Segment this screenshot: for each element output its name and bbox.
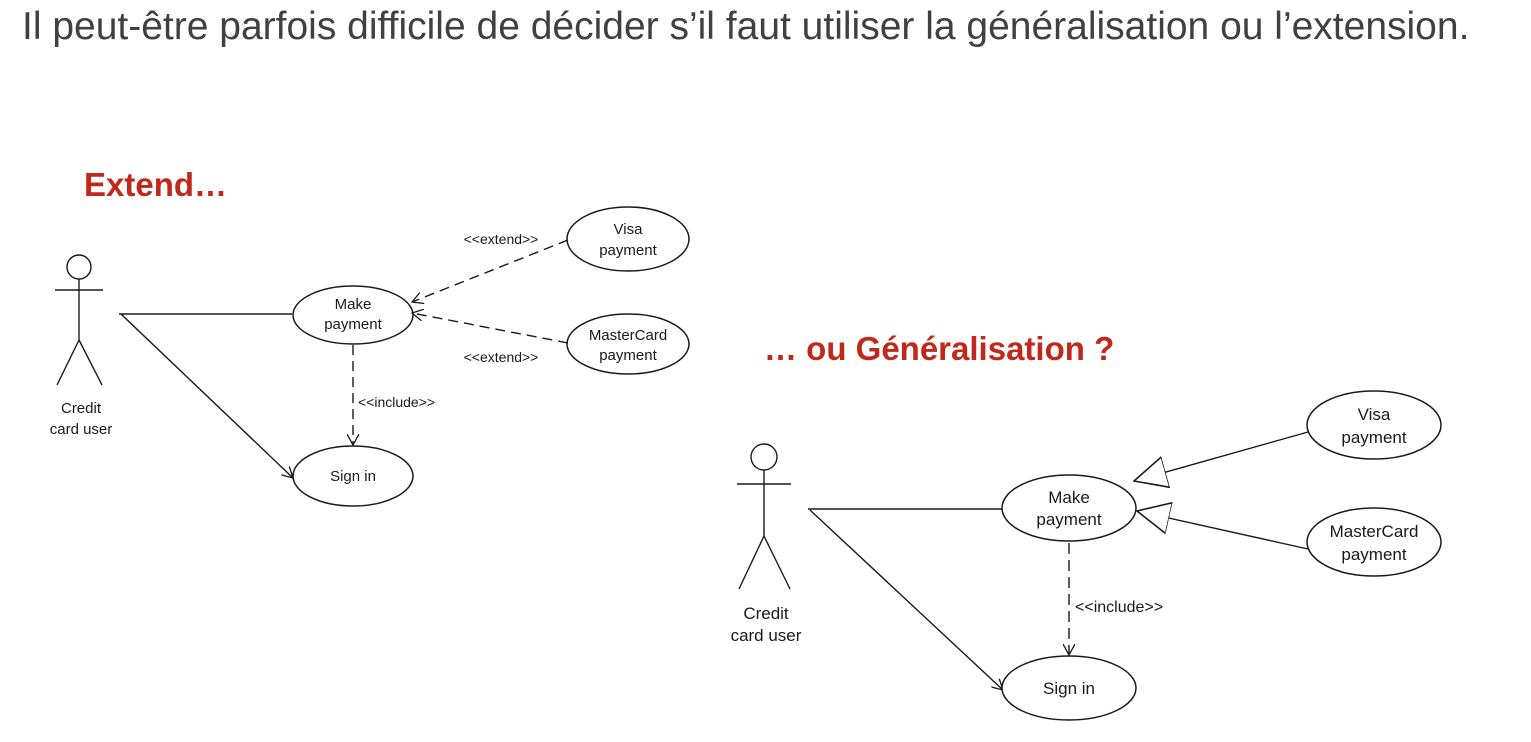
actor-figure-icon xyxy=(55,254,103,386)
sign-in-label: Sign in xyxy=(1043,679,1095,698)
generalisation-relation-mastercard xyxy=(1137,511,1309,550)
association-actor-sign-in xyxy=(809,509,1003,690)
visa-payment-line1: Visa xyxy=(614,221,644,238)
use-case-visa-payment xyxy=(1306,390,1442,460)
actor-label-line1: Credit xyxy=(743,604,789,623)
visa-payment-line2: payment xyxy=(1341,428,1406,447)
use-case-mastercard-payment xyxy=(566,313,690,375)
generalisation-relation-visa xyxy=(1134,431,1309,481)
visa-payment-line1: Visa xyxy=(1358,405,1391,424)
generalisation-heading: … ou Généralisation ? xyxy=(764,330,1115,367)
include-label: <<include>> xyxy=(358,394,435,410)
mastercard-payment-line2: payment xyxy=(599,347,657,364)
use-case-make-payment xyxy=(1001,474,1137,542)
mastercard-payment-line1: MasterCard xyxy=(589,327,667,344)
use-case-mastercard-payment xyxy=(1306,507,1442,577)
extend-label-mastercard: <<extend>> xyxy=(464,349,539,365)
extend-relation-visa xyxy=(412,239,569,302)
mastercard-payment-line1: MasterCard xyxy=(1330,522,1419,541)
actor-label-line2: card user xyxy=(50,421,113,438)
actor-label-line1: Credit xyxy=(61,400,102,417)
use-case-make-payment xyxy=(292,285,414,345)
actor-figure-icon xyxy=(737,443,791,590)
visa-payment-line2: payment xyxy=(599,242,657,259)
include-label: <<include>> xyxy=(1075,599,1163,616)
actor-label-line2: card user xyxy=(731,626,802,645)
make-payment-line2: payment xyxy=(324,316,382,333)
extend-label-visa: <<extend>> xyxy=(464,231,539,247)
make-payment-line1: Make xyxy=(335,296,372,313)
association-actor-sign-in xyxy=(120,313,293,478)
use-case-sign-in xyxy=(1001,655,1137,721)
sign-in-label: Sign in xyxy=(330,468,376,485)
extend-relation-mastercard xyxy=(412,313,569,344)
mastercard-payment-line2: payment xyxy=(1341,545,1406,564)
generalisation-diagram: Credit card user Make payment Visa payme… xyxy=(731,390,1442,721)
make-payment-line2: payment xyxy=(1036,510,1101,529)
extend-diagram: Credit card user Make payment Visa payme… xyxy=(50,206,690,507)
intro-text: Il peut-être parfois difficile de décide… xyxy=(22,5,1470,48)
use-case-visa-payment xyxy=(566,206,690,272)
use-case-sign-in xyxy=(292,445,414,507)
extend-heading: Extend… xyxy=(84,166,228,203)
make-payment-line1: Make xyxy=(1048,488,1090,507)
